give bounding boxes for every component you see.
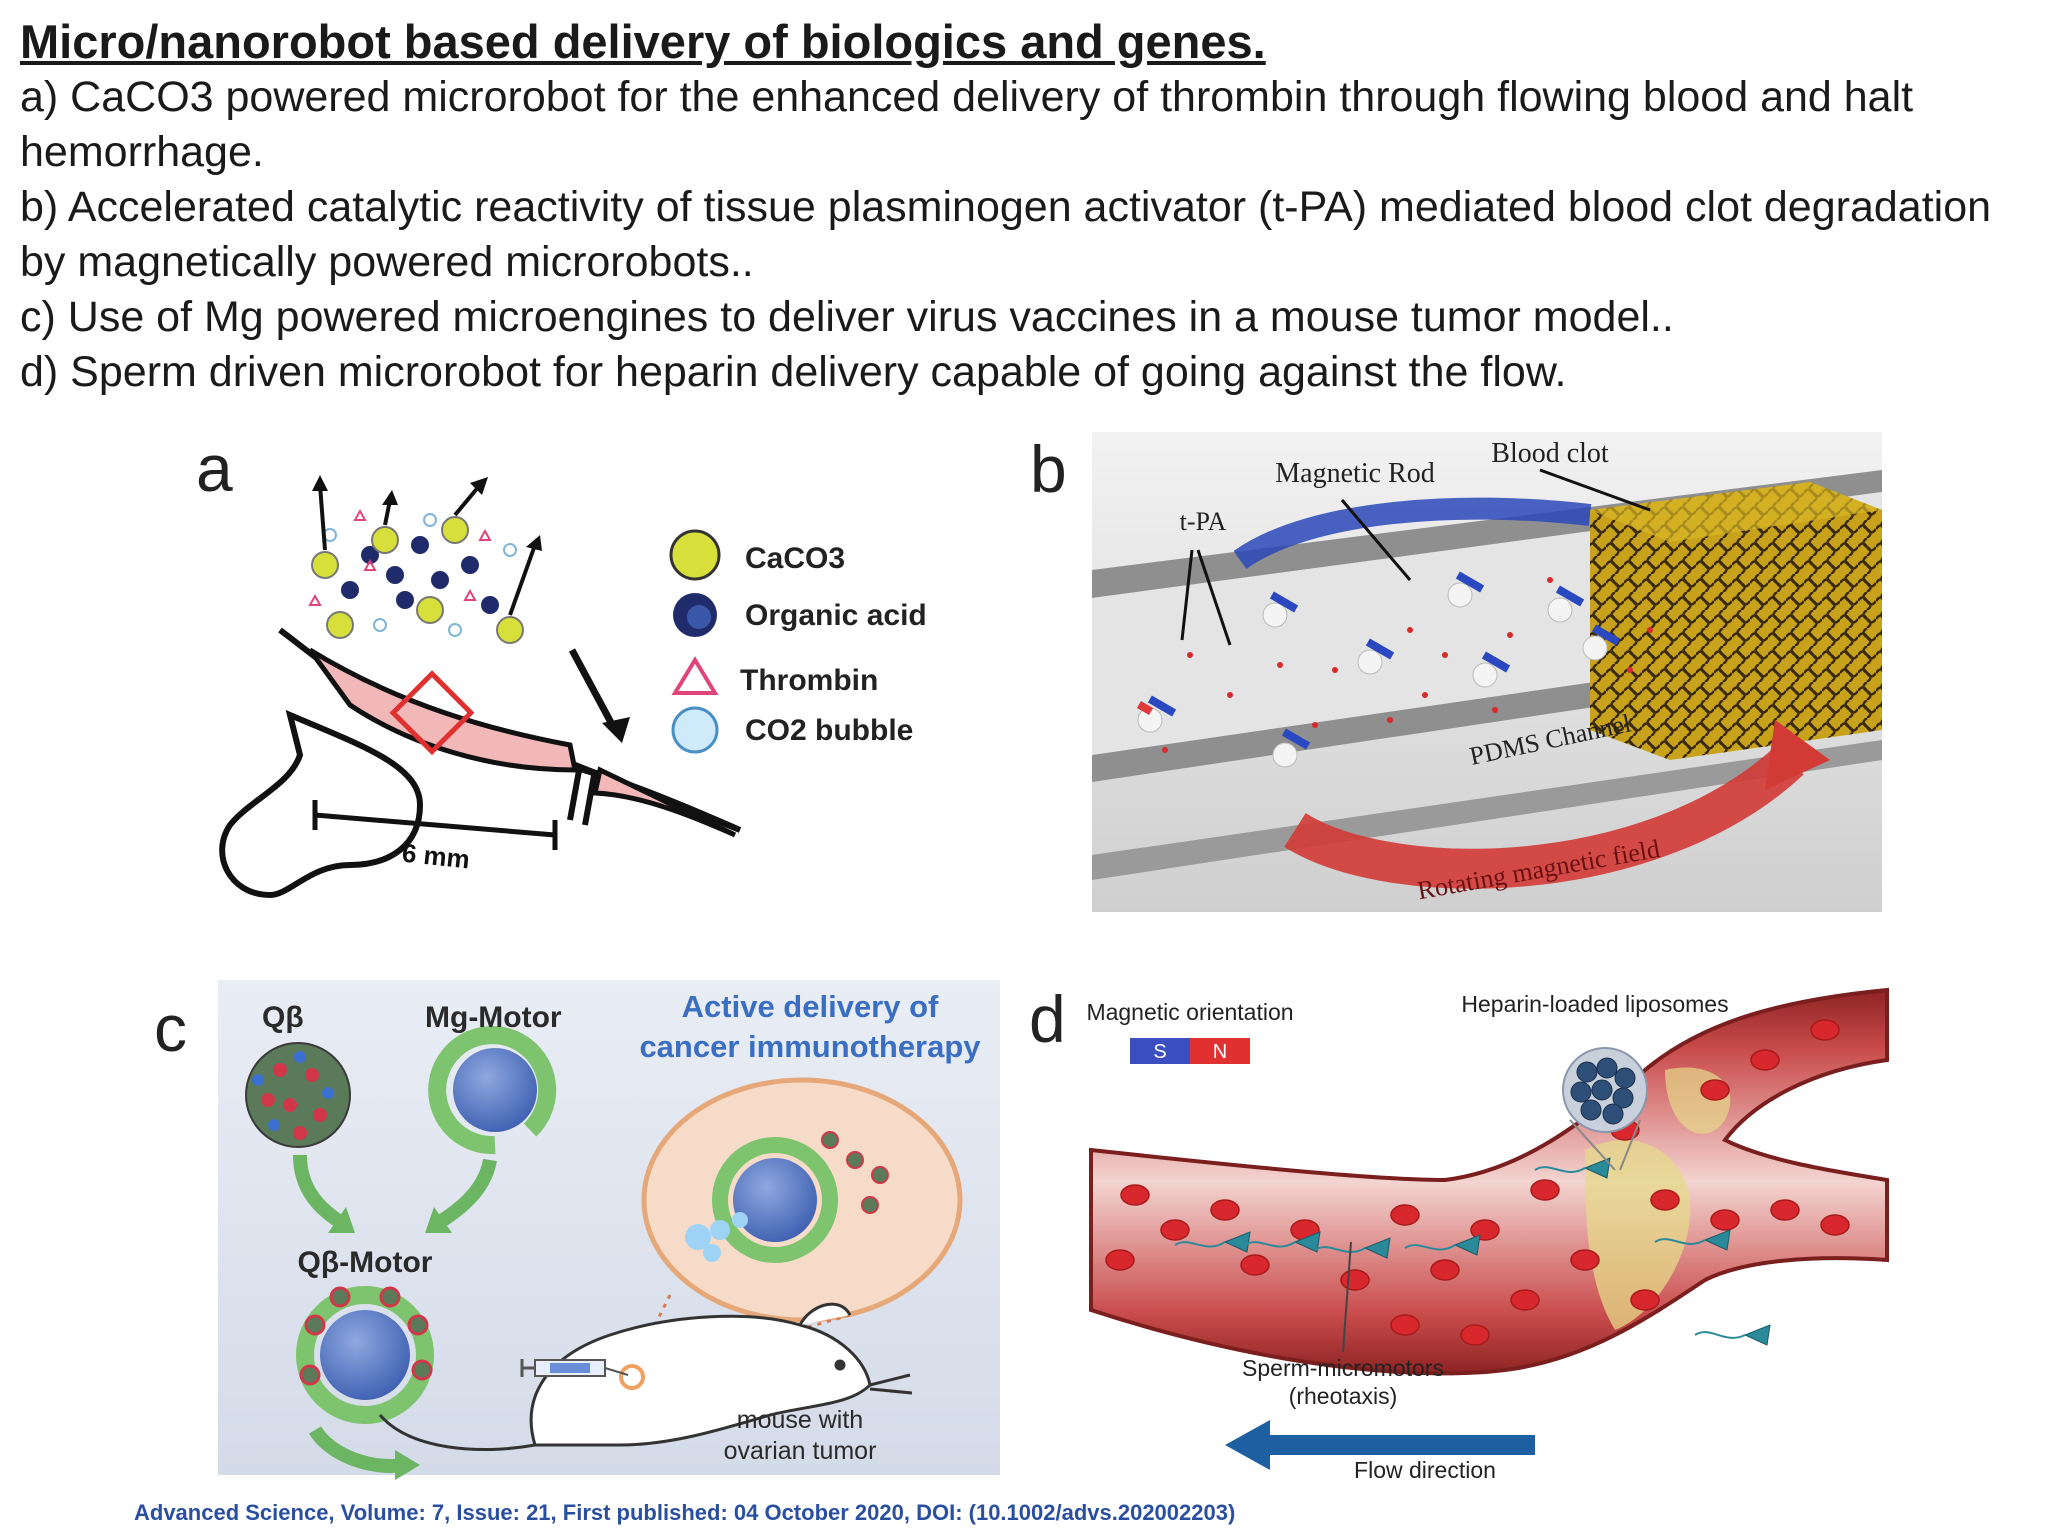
tissue-strip (307, 647, 579, 773)
pole-s: S (1153, 1041, 1166, 1063)
panel-d-label: d (1029, 982, 1066, 1056)
particle-cloud (308, 475, 542, 644)
panel-c-illustration: Qβ Mg-Motor Active delivery of cancer im… (218, 980, 1000, 1480)
panel-d: d (1025, 980, 1895, 1490)
panel-a: a 6 mm (190, 425, 990, 925)
panel-b-illustration: t-PA Magnetic Rod Blood clot PDMS Channe… (1092, 432, 1882, 912)
legend-thrombin: Thrombin (740, 664, 878, 697)
caption-d: d) Sperm driven microrobot for heparin d… (20, 348, 1567, 396)
red-blood-cells (1105, 1019, 1850, 1346)
magnet-n-pole (1190, 1038, 1250, 1064)
injury-marker (389, 670, 475, 756)
qbeta-motor-label: Qβ-Motor (298, 1246, 433, 1279)
panel-b-label: b (1030, 432, 1067, 506)
magnetic-rod-label: Magnetic Rod (1275, 458, 1434, 489)
tail-tip (591, 766, 737, 838)
scale-label: 6 mm (401, 838, 472, 875)
liposomes-label: Heparin-loaded liposomes (1461, 991, 1728, 1017)
heading-line2: cancer immunotherapy (639, 1029, 981, 1064)
flow-label: Flow direction (1354, 1457, 1496, 1483)
citation: Advanced Science, Volume: 7, Issue: 21, … (134, 1500, 1236, 1525)
legend-co2-bubble: CO2 bubble (745, 714, 913, 747)
sperm-label-line1: Sperm-micromotors (1242, 1355, 1444, 1381)
blood-clot-label: Blood clot (1491, 438, 1609, 469)
microrobots (1136, 571, 1621, 768)
sperm-label-line2: (rheotaxis) (1289, 1383, 1398, 1409)
figure-title: Micro/nanorobot based delivery of biolog… (20, 15, 1266, 68)
panel-a-illustration: 6 mm (219, 475, 927, 899)
thrombin-icon (671, 656, 719, 695)
sperm-micromotors (1223, 1157, 1771, 1346)
mouse-label-line1: mouse with (737, 1406, 863, 1434)
orientation-label: Magnetic orientation (1086, 999, 1293, 1025)
mouse-label-line2: ovarian tumor (724, 1437, 877, 1465)
caco3-icon (669, 529, 721, 581)
legend-organic-acid: Organic acid (745, 599, 927, 632)
tpa-label: t-PA (1180, 507, 1227, 536)
legend-caco3: CaCO3 (745, 542, 845, 575)
caption-a: a) CaCO3 powered microrobot for the enha… (20, 73, 1914, 176)
figure-header: Micro/nanorobot based delivery of biolog… (20, 14, 2030, 400)
mg-motor-label: Mg-Motor (425, 1001, 562, 1034)
qbeta-label: Qβ (262, 1001, 304, 1034)
flow-direction-arrow (1225, 1420, 1270, 1470)
syringe-icon (520, 1359, 629, 1377)
mg-motor (428, 1026, 557, 1155)
mouse-sketch (378, 1302, 913, 1452)
panel-c-label: c (154, 991, 187, 1065)
panel-d-illustration: S N Heparin-loaded liposomes Magnetic or… (1086, 987, 1889, 1483)
co2-bubble-icon (671, 706, 719, 754)
magnet-s-pole (1130, 1038, 1190, 1064)
panel-c: c (150, 975, 1000, 1480)
heading-line1: Active delivery of (682, 989, 939, 1024)
blood-clot-block (1590, 482, 1882, 760)
pole-n: N (1213, 1041, 1227, 1063)
liposome-cluster (1562, 1047, 1648, 1171)
panel-a-label: a (196, 431, 233, 505)
caption-c: c) Use of Mg powered microengines to del… (20, 293, 1674, 341)
qbeta-motor (296, 1286, 434, 1424)
panel-b: b (1030, 430, 1885, 915)
caption-b: b) Accelerated catalytic reactivity of t… (20, 183, 1992, 286)
tpa-dots (1162, 577, 1653, 753)
